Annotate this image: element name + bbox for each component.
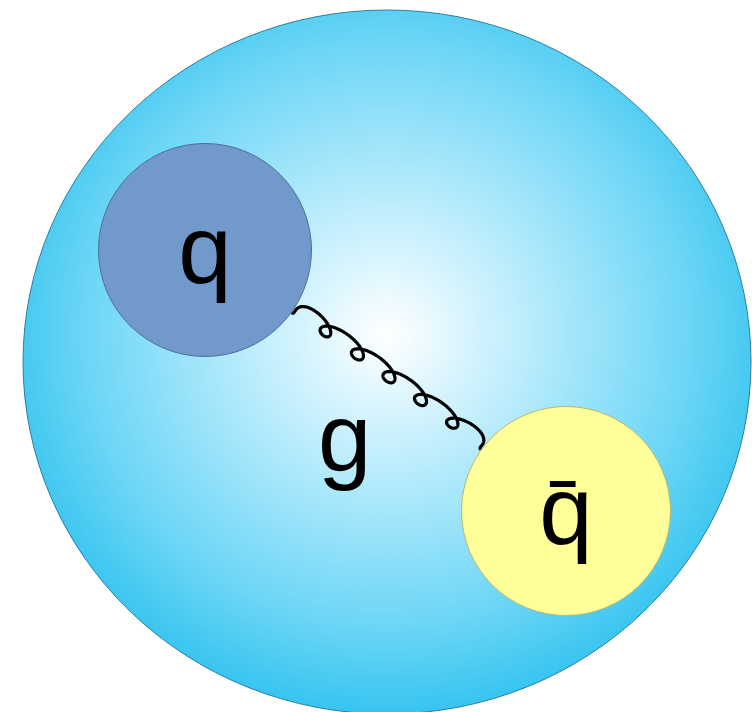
meson-circle — [23, 10, 751, 712]
circle-shape — [462, 407, 671, 616]
particle-label: q — [178, 200, 231, 301]
circle-shape — [99, 144, 312, 357]
particle-label: q̄ — [539, 461, 592, 562]
gluon-label: g — [318, 388, 371, 489]
antiquark-circle: q̄ — [461, 406, 671, 616]
quark-circle: q — [98, 143, 312, 357]
